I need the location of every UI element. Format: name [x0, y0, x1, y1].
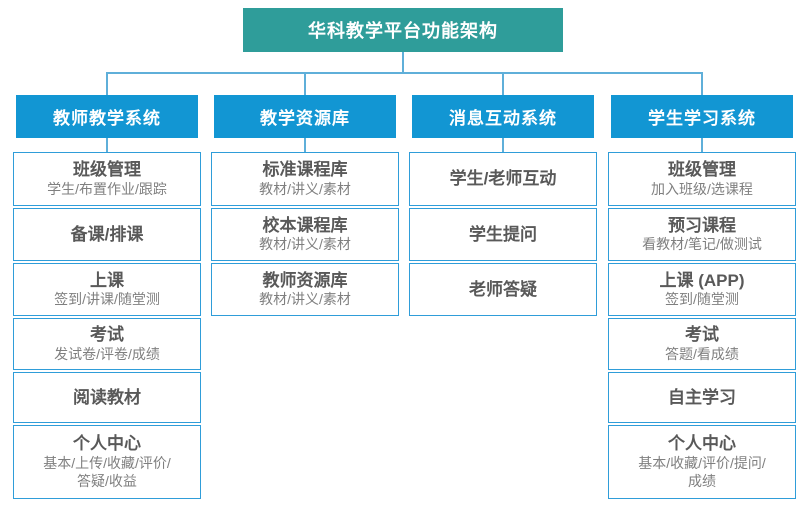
feature-subtitle2: 成绩	[688, 472, 716, 489]
feature-title: 上课	[90, 270, 124, 290]
feature-box: 学生/老师互动	[409, 152, 597, 206]
feature-box: 班级管理加入班级/选课程	[608, 152, 796, 206]
feature-box: 校本课程库教材/讲义/素材	[211, 208, 399, 261]
feature-box: 班级管理学生/布置作业/跟踪	[13, 152, 201, 206]
feature-box: 上课签到/讲课/随堂测	[13, 263, 201, 316]
feature-subtitle: 签到/讲课/随堂测	[54, 291, 160, 308]
feature-box: 教师资源库教材/讲义/素材	[211, 263, 399, 316]
feature-title: 老师答疑	[469, 279, 537, 299]
feature-box: 上课 (APP)签到/随堂测	[608, 263, 796, 316]
feature-subtitle: 答题/看成绩	[665, 345, 739, 362]
feature-title: 自主学习	[668, 387, 736, 407]
feature-box: 个人中心基本/上传/收藏/评价/答疑/收益	[13, 425, 201, 499]
feature-title: 上课 (APP)	[659, 270, 745, 290]
feature-box: 老师答疑	[409, 263, 597, 316]
feature-title: 个人中心	[73, 434, 141, 454]
connector-line	[106, 72, 703, 74]
connector-line	[304, 72, 306, 95]
connector-line	[701, 72, 703, 95]
feature-title: 标准课程库	[262, 160, 348, 180]
connector-line	[502, 72, 504, 95]
feature-title: 阅读教材	[73, 387, 141, 407]
feature-box: 学生提问	[409, 208, 597, 261]
feature-subtitle: 加入班级/选课程	[651, 180, 753, 197]
connector-line	[701, 138, 703, 152]
feature-subtitle: 学生/布置作业/跟踪	[47, 180, 167, 197]
feature-subtitle: 发试卷/评卷/成绩	[54, 345, 160, 362]
feature-subtitle: 签到/随堂测	[665, 291, 739, 308]
feature-title: 班级管理	[668, 160, 736, 180]
feature-box: 自主学习	[608, 372, 796, 423]
connector-line	[402, 52, 404, 72]
column-header-1: 教师教学系统	[16, 95, 198, 138]
feature-box: 标准课程库教材/讲义/素材	[211, 152, 399, 206]
column-header-3: 消息互动系统	[412, 95, 594, 138]
feature-subtitle2: 答疑/收益	[77, 472, 137, 489]
feature-subtitle: 基本/上传/收藏/评价/	[43, 454, 171, 471]
feature-title: 教师资源库	[262, 270, 348, 290]
feature-title: 考试	[90, 325, 124, 345]
connector-line	[304, 138, 306, 152]
feature-title: 备课/排课	[70, 224, 144, 244]
connector-line	[106, 72, 108, 95]
feature-subtitle: 基本/收藏/评价/提问/	[638, 454, 766, 471]
feature-box: 考试答题/看成绩	[608, 318, 796, 370]
feature-subtitle: 教材/讲义/素材	[259, 180, 351, 197]
feature-box: 个人中心基本/收藏/评价/提问/成绩	[608, 425, 796, 499]
column-header-4: 学生学习系统	[611, 95, 793, 138]
connector-line	[502, 138, 504, 152]
feature-subtitle: 看教材/笔记/做测试	[642, 236, 762, 253]
connector-line	[106, 138, 108, 152]
feature-title: 校本课程库	[262, 215, 348, 235]
feature-subtitle: 教材/讲义/素材	[259, 291, 351, 308]
feature-subtitle: 教材/讲义/素材	[259, 236, 351, 253]
diagram-title: 华科教学平台功能架构	[243, 8, 563, 52]
feature-title: 学生/老师互动	[449, 169, 557, 189]
column-header-2: 教学资源库	[214, 95, 396, 138]
feature-title: 考试	[685, 325, 719, 345]
feature-box: 预习课程看教材/笔记/做测试	[608, 208, 796, 261]
feature-title: 个人中心	[668, 434, 736, 454]
feature-box: 考试发试卷/评卷/成绩	[13, 318, 201, 370]
feature-title: 班级管理	[73, 160, 141, 180]
feature-title: 预习课程	[668, 215, 736, 235]
feature-box: 备课/排课	[13, 208, 201, 261]
feature-title: 学生提问	[469, 224, 537, 244]
feature-box: 阅读教材	[13, 372, 201, 423]
